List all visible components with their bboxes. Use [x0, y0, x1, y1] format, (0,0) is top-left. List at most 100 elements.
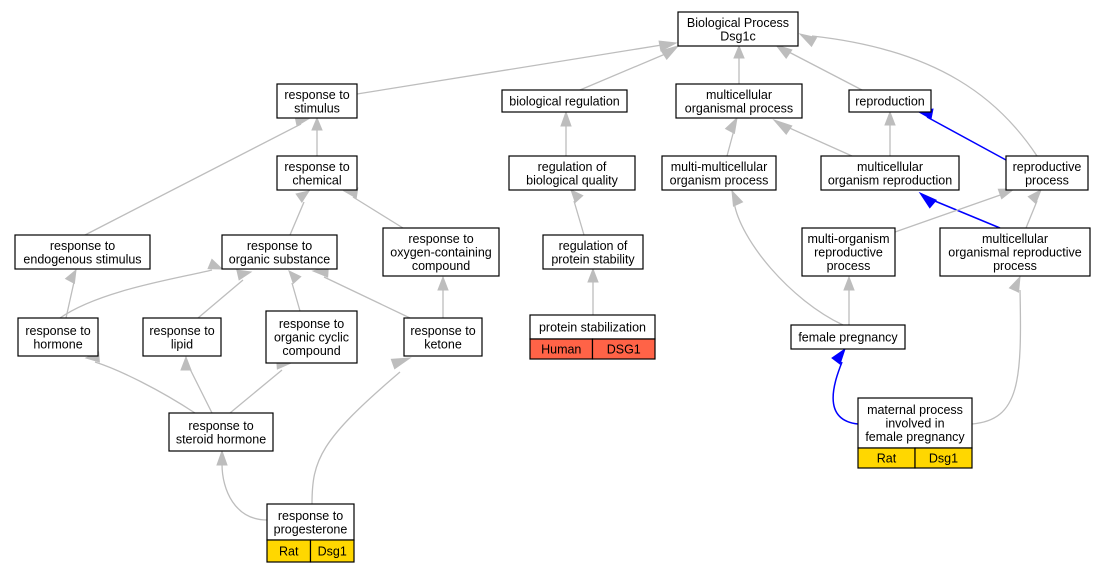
- node-label-line: multi-multicellular: [671, 160, 768, 174]
- arrowhead-icon: [216, 449, 228, 466]
- node-label-line: process: [1025, 173, 1069, 187]
- edge-rbq-to-bioreg: [560, 110, 572, 156]
- arrowhead-icon: [660, 45, 680, 61]
- arrowhead-icon: [843, 275, 855, 291]
- node-reproduction[interactable]: reproduction: [848, 89, 932, 113]
- species-label: Rat: [877, 452, 897, 466]
- edge-prog-to-ketone: [311, 357, 412, 505]
- node-label-line: hormone: [33, 337, 82, 351]
- node-label-line: chemical: [292, 173, 341, 187]
- node-label-line: organismal process: [685, 101, 793, 115]
- edge-repproc-to-root: [798, 33, 1038, 157]
- arrowhead-icon: [288, 270, 302, 285]
- gene-cell: [914, 447, 973, 469]
- edge-oxy-to-chemical: [342, 187, 404, 229]
- edge-rorp-to-mor: [918, 191, 1001, 229]
- edge-steroid-to-orgcyc: [229, 358, 293, 414]
- node-label-line: organism reproduction: [828, 173, 952, 187]
- node-label-line: process: [827, 259, 871, 273]
- node-label-line: response to: [278, 509, 343, 523]
- species-label: Rat: [279, 545, 299, 559]
- node-label-line: reproduction: [855, 95, 925, 109]
- edge-stimulus-to-root: [356, 40, 678, 95]
- arrowhead-icon: [884, 110, 896, 126]
- arrowhead-icon: [731, 189, 744, 207]
- node-label-line: maternal process: [867, 403, 963, 417]
- arrowhead-icon: [570, 189, 584, 204]
- node-label-line: compound: [412, 259, 470, 273]
- edge-rorp-to-repproc: [1025, 188, 1042, 229]
- edge-orgsub-to-chemical: [289, 190, 311, 236]
- edge-maternal-to-rorp: [971, 275, 1022, 425]
- edge-mor-to-mop: [772, 118, 853, 157]
- arrowhead-icon: [437, 275, 449, 291]
- gene-label: DSG1: [607, 343, 641, 357]
- node-label-line: compound: [282, 344, 340, 358]
- arrowhead-icon: [658, 40, 678, 52]
- node-label-line: reproductive: [814, 246, 883, 260]
- edge-hormone-to-endo: [64, 268, 77, 319]
- edge-reproduction-to-root: [774, 44, 863, 91]
- node-label-line: biological quality: [526, 173, 618, 187]
- node-label-line: progesterone: [274, 522, 348, 536]
- arrowhead-icon: [774, 44, 793, 59]
- gene-cell: [309, 539, 355, 563]
- arrowhead-icon: [918, 191, 938, 209]
- arrowhead-icon: [390, 357, 412, 370]
- edge-steroid-to-lipid: [180, 355, 213, 414]
- edge-prog-to-steroid: [216, 449, 268, 521]
- node-label-line: organismal reproductive: [948, 246, 1081, 260]
- edge-mmop-to-mop: [724, 116, 738, 157]
- arrowhead-icon: [1027, 188, 1042, 205]
- edge-pstab-to-rpsta: [587, 267, 599, 315]
- node-label-line: regulation of: [559, 239, 628, 253]
- node-label-line: response to: [284, 160, 349, 174]
- node-female-pregnancy[interactable]: female pregnancy: [790, 324, 906, 350]
- node-label-line: multicellular: [982, 232, 1048, 246]
- arrowhead-icon: [798, 33, 818, 48]
- edge-repproc-to-reproduction: [915, 108, 1007, 161]
- arrowhead-icon: [733, 44, 745, 59]
- arrowhead-icon: [772, 118, 793, 135]
- node-label-line: reproductive: [1013, 160, 1082, 174]
- node-label-line: oxygen-containing: [390, 246, 492, 260]
- arrowhead-icon: [831, 347, 846, 365]
- arrowhead-icon: [724, 116, 738, 135]
- edge-ketone-to-oxy: [437, 275, 449, 318]
- edge-maternal-to-fp: [831, 347, 859, 425]
- arrowhead-icon: [1008, 275, 1021, 293]
- arrowhead-icon: [295, 190, 311, 203]
- arrowhead-icon: [64, 268, 77, 285]
- arrowhead-icon: [311, 116, 323, 131]
- arrowhead-icon: [180, 355, 192, 371]
- node-biological-regulation[interactable]: biological regulation: [501, 89, 628, 113]
- node-label-line: organic substance: [229, 252, 331, 266]
- edge-mop-to-root: [733, 44, 745, 84]
- arrowhead-icon: [560, 110, 572, 127]
